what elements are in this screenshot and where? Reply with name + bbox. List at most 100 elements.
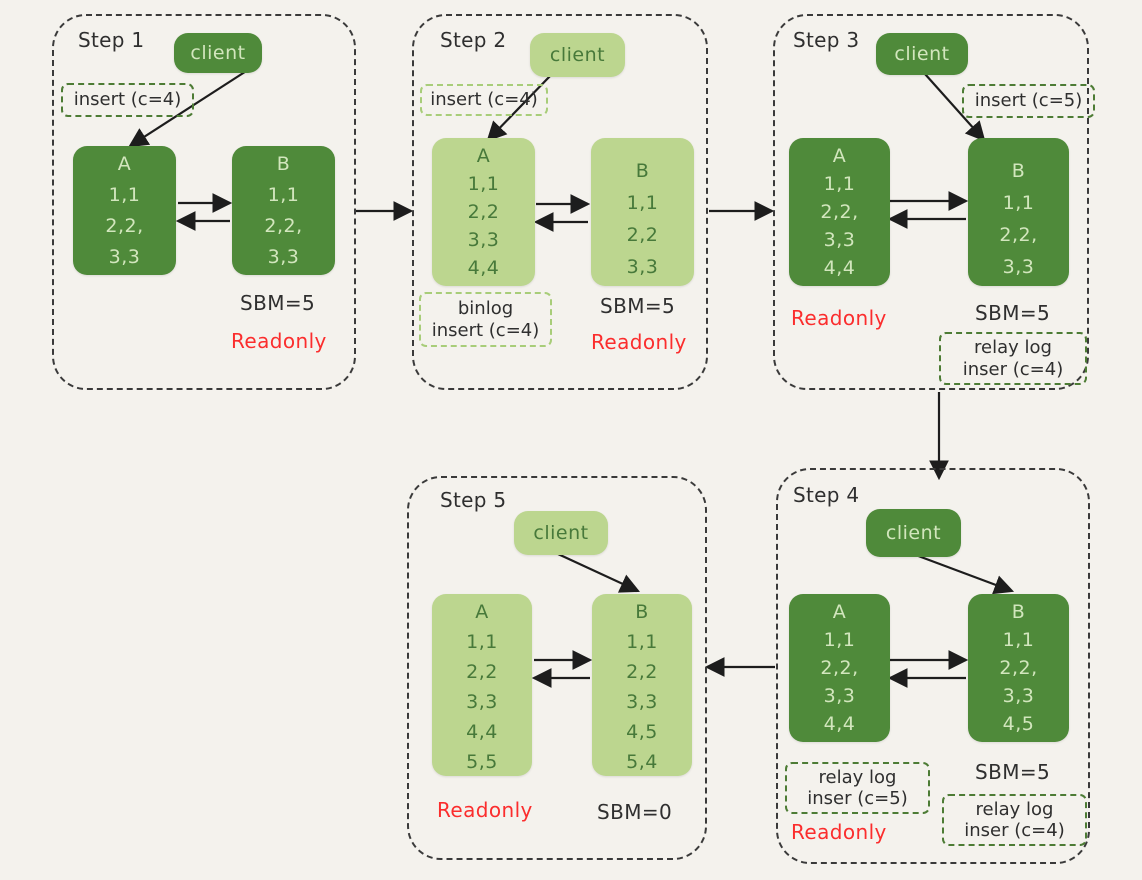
node-b-step2[interactable]: B 1,1 2,2 3,3 (591, 138, 694, 286)
node-a-step2[interactable]: A 1,1 2,2 3,3 4,4 (432, 138, 535, 286)
node-row: 3,3 (466, 691, 498, 713)
readonly-caption-step2: Readonly (591, 330, 687, 354)
note-line: insert (c=4) (73, 89, 182, 111)
note-line: relay log (974, 337, 1052, 359)
client-label: client (885, 521, 942, 544)
note-line: inser (c=4) (962, 358, 1064, 380)
node-row: 1,1 (1002, 629, 1035, 651)
node-title: A (475, 601, 489, 623)
node-a-step1[interactable]: A 1,1 2,2, 3,3 (73, 146, 176, 275)
note-insert-step2[interactable]: insert (c=4) (420, 84, 548, 116)
node-row: 4,4 (467, 257, 500, 279)
node-b-step3[interactable]: B 1,1 2,2, 3,3 (968, 138, 1069, 286)
step-title-3: Step 3 (793, 28, 860, 52)
node-row: 2,2, (820, 657, 859, 679)
note-insert-step3[interactable]: insert (c=5) (962, 84, 1095, 118)
node-title: A (476, 145, 491, 167)
node-row: 4,5 (626, 721, 658, 743)
client-node-step2[interactable]: client (530, 33, 625, 77)
node-row: 3,3 (1002, 685, 1035, 707)
node-title: B (1011, 601, 1026, 623)
step-panel-3[interactable] (773, 14, 1089, 390)
step-title-2: Step 2 (440, 28, 507, 52)
node-row: 3,3 (467, 229, 500, 251)
note-line: insert (c=4) (431, 319, 540, 341)
client-label: client (190, 41, 246, 64)
note-line: relay log (975, 798, 1054, 820)
node-title: A (117, 153, 132, 175)
node-row: 1,1 (466, 631, 498, 653)
node-row: 4,5 (1002, 713, 1035, 735)
node-row: 2,2, (999, 224, 1038, 246)
node-row: 4,4 (823, 257, 856, 279)
node-title: B (635, 160, 650, 182)
note-line: inser (c=4) (964, 820, 1065, 841)
readonly-caption-step1: Readonly (231, 329, 327, 353)
note-line: relay log (818, 766, 897, 788)
node-row: 1,1 (823, 173, 856, 195)
node-a-step3[interactable]: A 1,1 2,2, 3,3 4,4 (789, 138, 890, 286)
node-row: 2,2, (999, 657, 1038, 679)
node-row: 1,1 (1002, 192, 1035, 214)
sbm-caption-step2: SBM=5 (600, 294, 676, 318)
step-panel-2[interactable] (412, 14, 708, 390)
node-title: B (635, 601, 649, 623)
node-row: 1,1 (626, 192, 659, 214)
note-insert-step1[interactable]: insert (c=4) (61, 83, 194, 117)
note-line: binlog (457, 298, 514, 320)
node-row: 4,4 (823, 713, 856, 735)
node-a-step4[interactable]: A 1,1 2,2, 3,3 4,4 (789, 594, 890, 742)
sbm-caption-step4: SBM=5 (975, 760, 1051, 784)
node-b-step4[interactable]: B 1,1 2,2, 3,3 4,5 (968, 594, 1069, 742)
node-b-step5[interactable]: B 1,1 2,2 3,3 4,5 5,4 (592, 594, 692, 776)
client-node-step4[interactable]: client (866, 509, 961, 557)
step-title-4: Step 4 (793, 483, 860, 507)
client-node-step5[interactable]: client (514, 511, 608, 555)
step-panel-1[interactable] (52, 14, 356, 390)
step-title-1: Step 1 (78, 28, 145, 52)
node-row: 3,3 (626, 256, 659, 278)
client-node-step3[interactable]: client (876, 33, 968, 75)
step-panel-4[interactable] (776, 468, 1090, 864)
node-row: 1,1 (267, 184, 300, 206)
node-b-step1[interactable]: B 1,1 2,2, 3,3 (232, 146, 335, 275)
note-relaylog-b-step4[interactable]: relay log inser (c=4) (942, 794, 1087, 846)
sbm-caption-step1: SBM=5 (240, 291, 316, 315)
node-row: 4,4 (466, 721, 498, 743)
client-label: client (533, 521, 589, 544)
node-row: 3,3 (108, 246, 141, 268)
readonly-caption-step3: Readonly (791, 306, 887, 330)
node-row: 3,3 (823, 229, 856, 251)
node-row: 5,5 (466, 751, 498, 773)
sbm-caption-step3: SBM=5 (975, 301, 1051, 325)
client-node-step1[interactable]: client (174, 33, 262, 73)
sbm-caption-step5: SBM=0 (597, 800, 673, 824)
step-title-5: Step 5 (440, 488, 507, 512)
node-row: 2,2, (105, 215, 144, 237)
client-label: client (894, 42, 950, 65)
node-row: 3,3 (823, 685, 856, 707)
node-row: 2,2 (467, 201, 500, 223)
step-panel-5[interactable] (407, 476, 707, 860)
node-row: 2,2, (820, 201, 859, 223)
node-a-step5[interactable]: A 1,1 2,2 3,3 4,4 5,5 (432, 594, 532, 776)
readonly-caption-step4: Readonly (791, 820, 887, 844)
node-row: 5,4 (626, 751, 658, 773)
node-row: 2,2 (466, 661, 498, 683)
client-label: client (549, 43, 606, 66)
node-row: 1,1 (823, 629, 856, 651)
note-binlog-step2[interactable]: binlog insert (c=4) (419, 292, 552, 347)
node-row: 2,2, (264, 215, 303, 237)
node-title: B (276, 153, 291, 175)
note-relaylog-a-step4[interactable]: relay log inser (c=5) (785, 762, 930, 814)
node-row: 3,3 (1002, 256, 1035, 278)
node-row: 2,2 (626, 661, 658, 683)
readonly-caption-step5: Readonly (437, 798, 533, 822)
node-row: 3,3 (626, 691, 658, 713)
node-row: 1,1 (108, 184, 141, 206)
node-row: 1,1 (626, 631, 658, 653)
note-line: insert (c=4) (430, 89, 538, 111)
note-relaylog-step3[interactable]: relay log inser (c=4) (939, 332, 1087, 385)
node-title: B (1011, 160, 1026, 182)
